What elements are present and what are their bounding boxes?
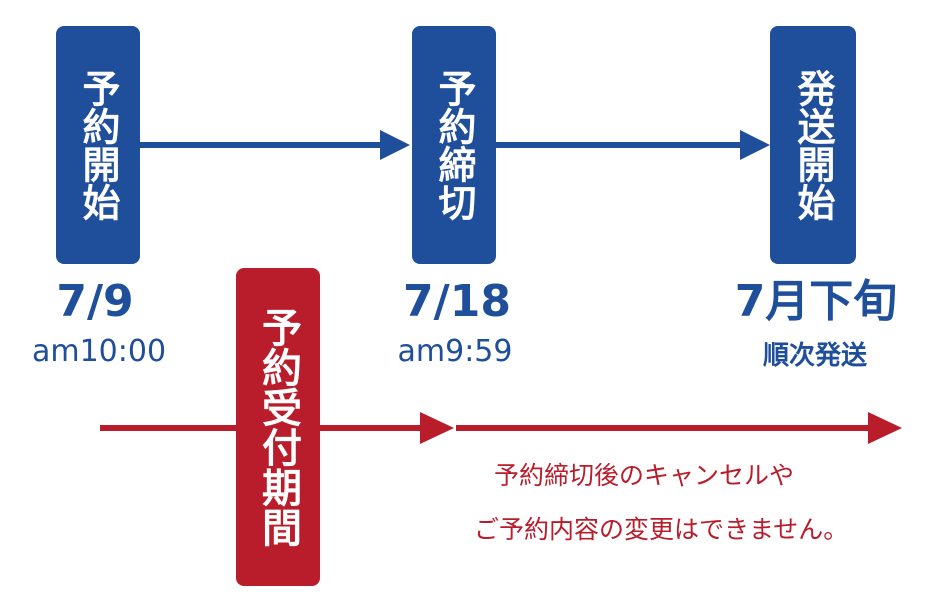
cancellation-note-line-1: 予約締切後のキャンセルや [494, 461, 795, 490]
start-date: 7/9 [56, 276, 134, 327]
milestone-box-shipping: 発送開始 [770, 26, 856, 264]
red-arrow-reservation-period [100, 412, 454, 444]
deadline-time: am9:59 [397, 334, 513, 369]
start-time: am10:00 [31, 334, 167, 369]
milestone-box-deadline: 予約締切 [412, 26, 496, 264]
shipping-note: 順次発送 [762, 341, 867, 371]
shipping-date: 7月下旬 [734, 276, 898, 327]
cancellation-note-line-2: ご予約内容の変更はできません。 [474, 515, 849, 544]
milestone-box-start: 予約開始 [56, 26, 140, 264]
red-arrow-after-deadline [456, 412, 902, 444]
reservation-period-box: 予約受付期間 [236, 268, 320, 586]
blue-arrow-start-to-deadline [140, 130, 410, 160]
deadline-date: 7/18 [403, 276, 511, 327]
blue-arrow-deadline-to-ship [496, 130, 770, 160]
